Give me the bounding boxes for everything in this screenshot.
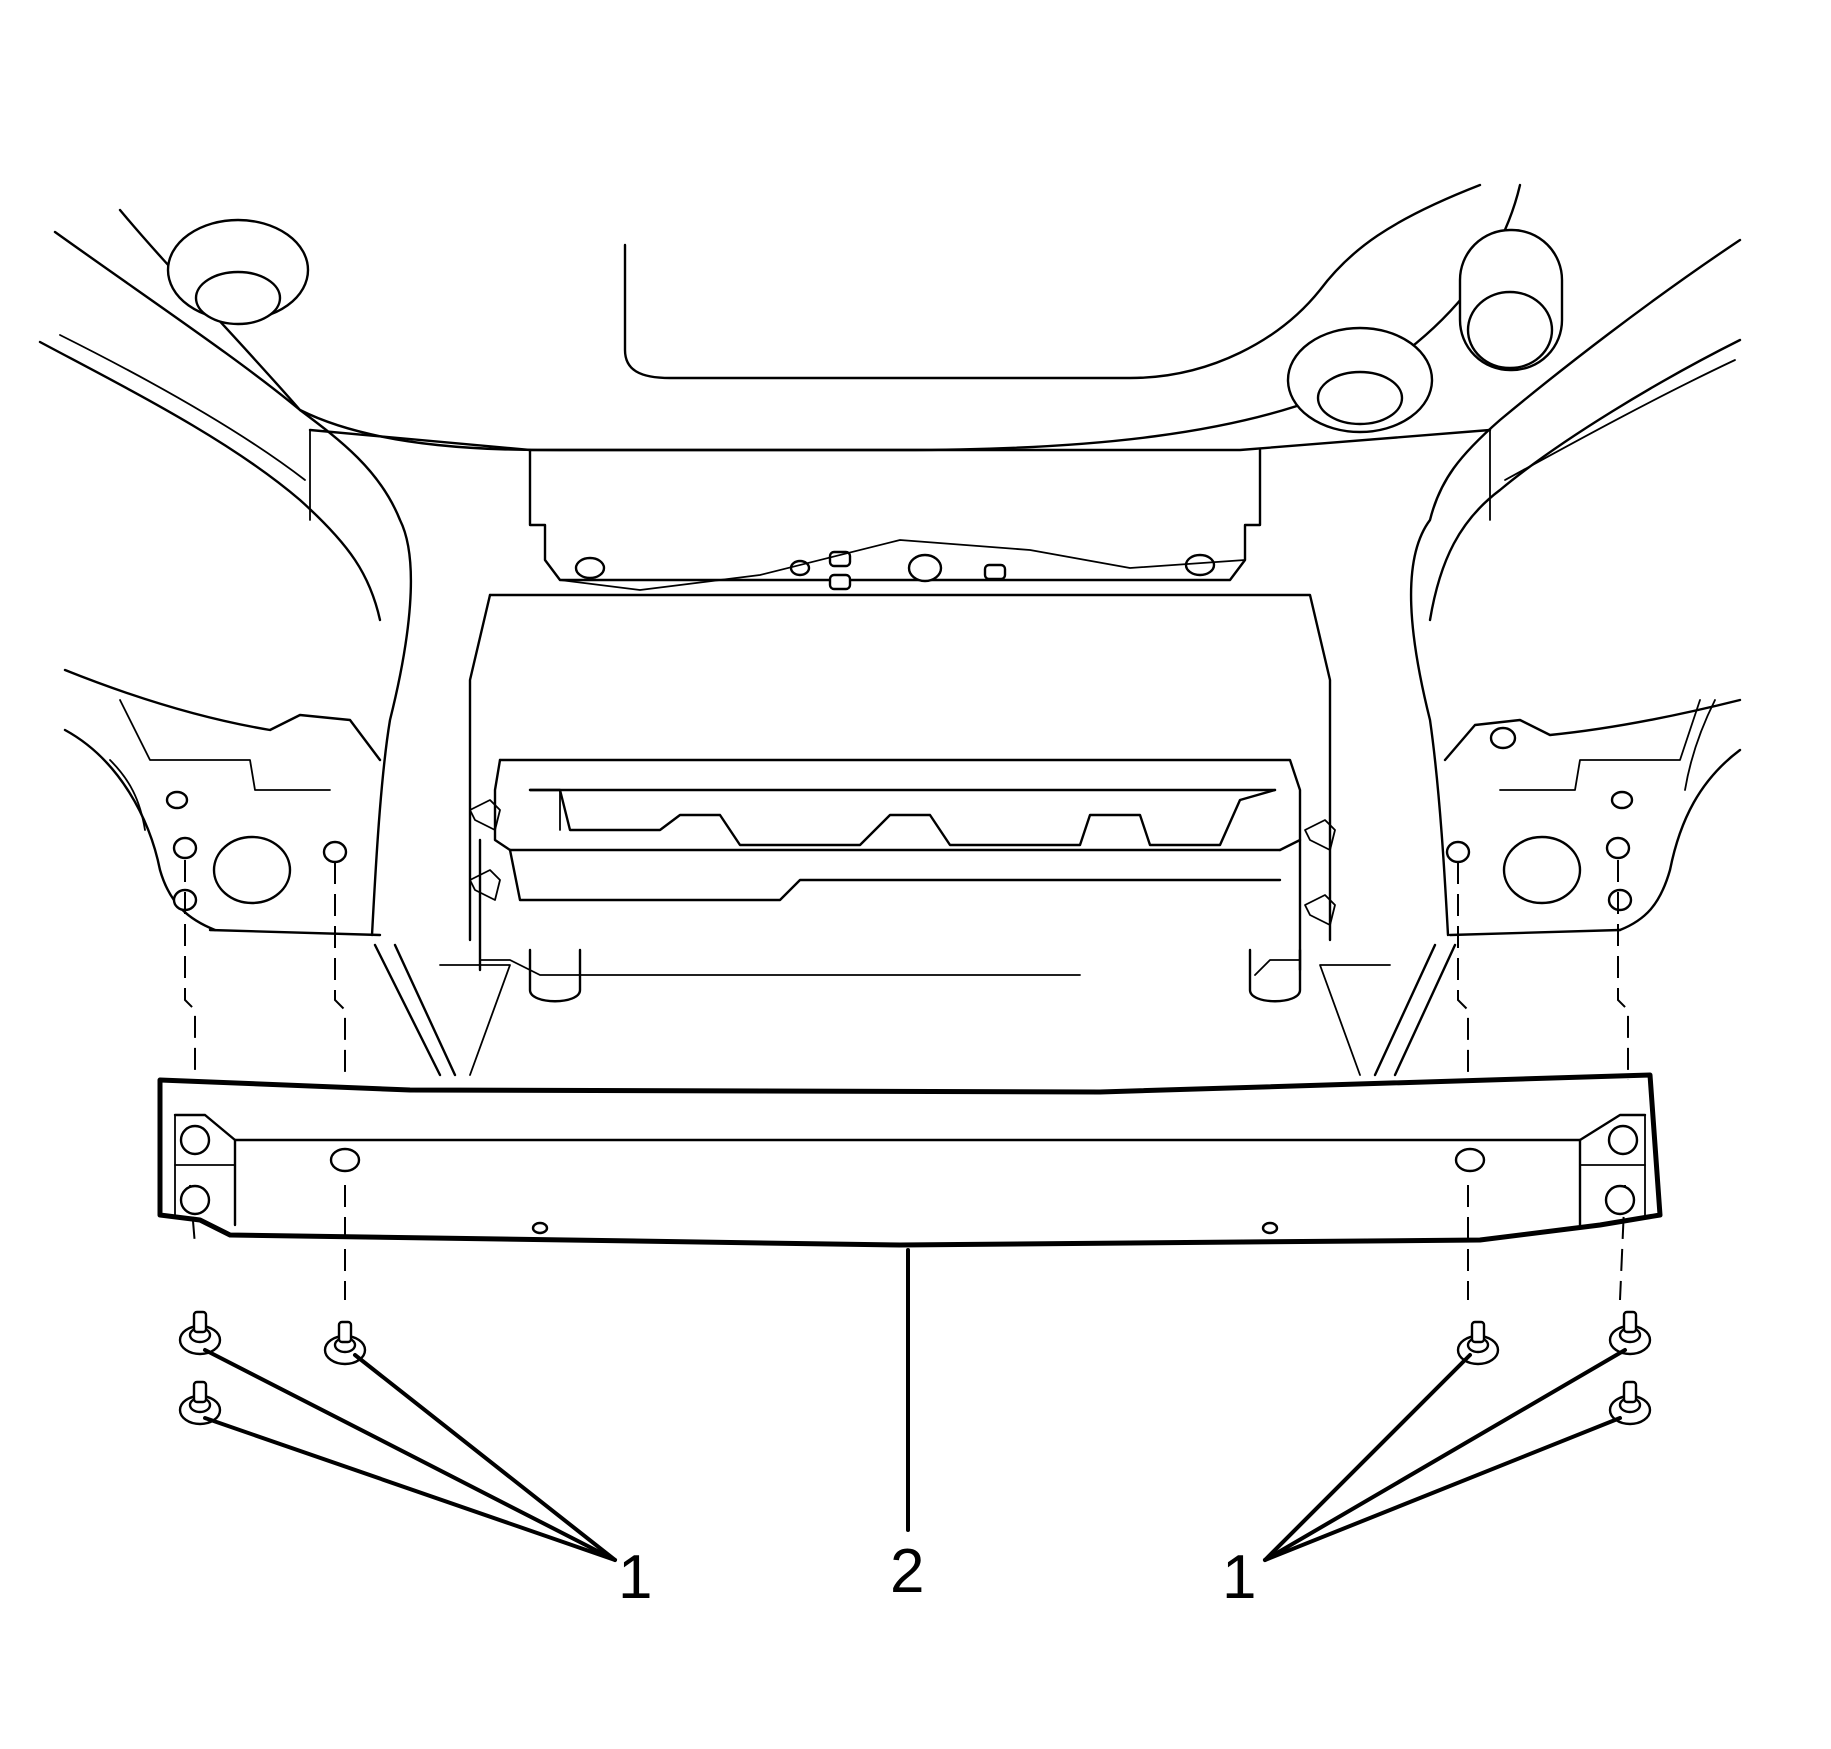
left-cup-inner (194, 270, 282, 326)
fastener-right-inner (1456, 1320, 1500, 1366)
fastener-right-upper-outer (1608, 1310, 1652, 1356)
callout-fasteners-right: 1 (1222, 1543, 1256, 1612)
right-oval-inner (1466, 290, 1554, 370)
fastener-left-lower-outer (178, 1380, 222, 1426)
bumper-reinforcement-bar (157, 1072, 1663, 1248)
front-end-body-structure (38, 183, 1742, 1077)
callout-fasteners-left: 1 (618, 1543, 652, 1612)
leader-lines (203, 1248, 1627, 1562)
fasteners (178, 1310, 1652, 1426)
alignment-lines (184, 860, 1629, 1301)
callout-bar: 2 (890, 1537, 924, 1606)
fastener-left-upper-outer (178, 1310, 222, 1356)
right-cup-inner (1316, 370, 1404, 426)
